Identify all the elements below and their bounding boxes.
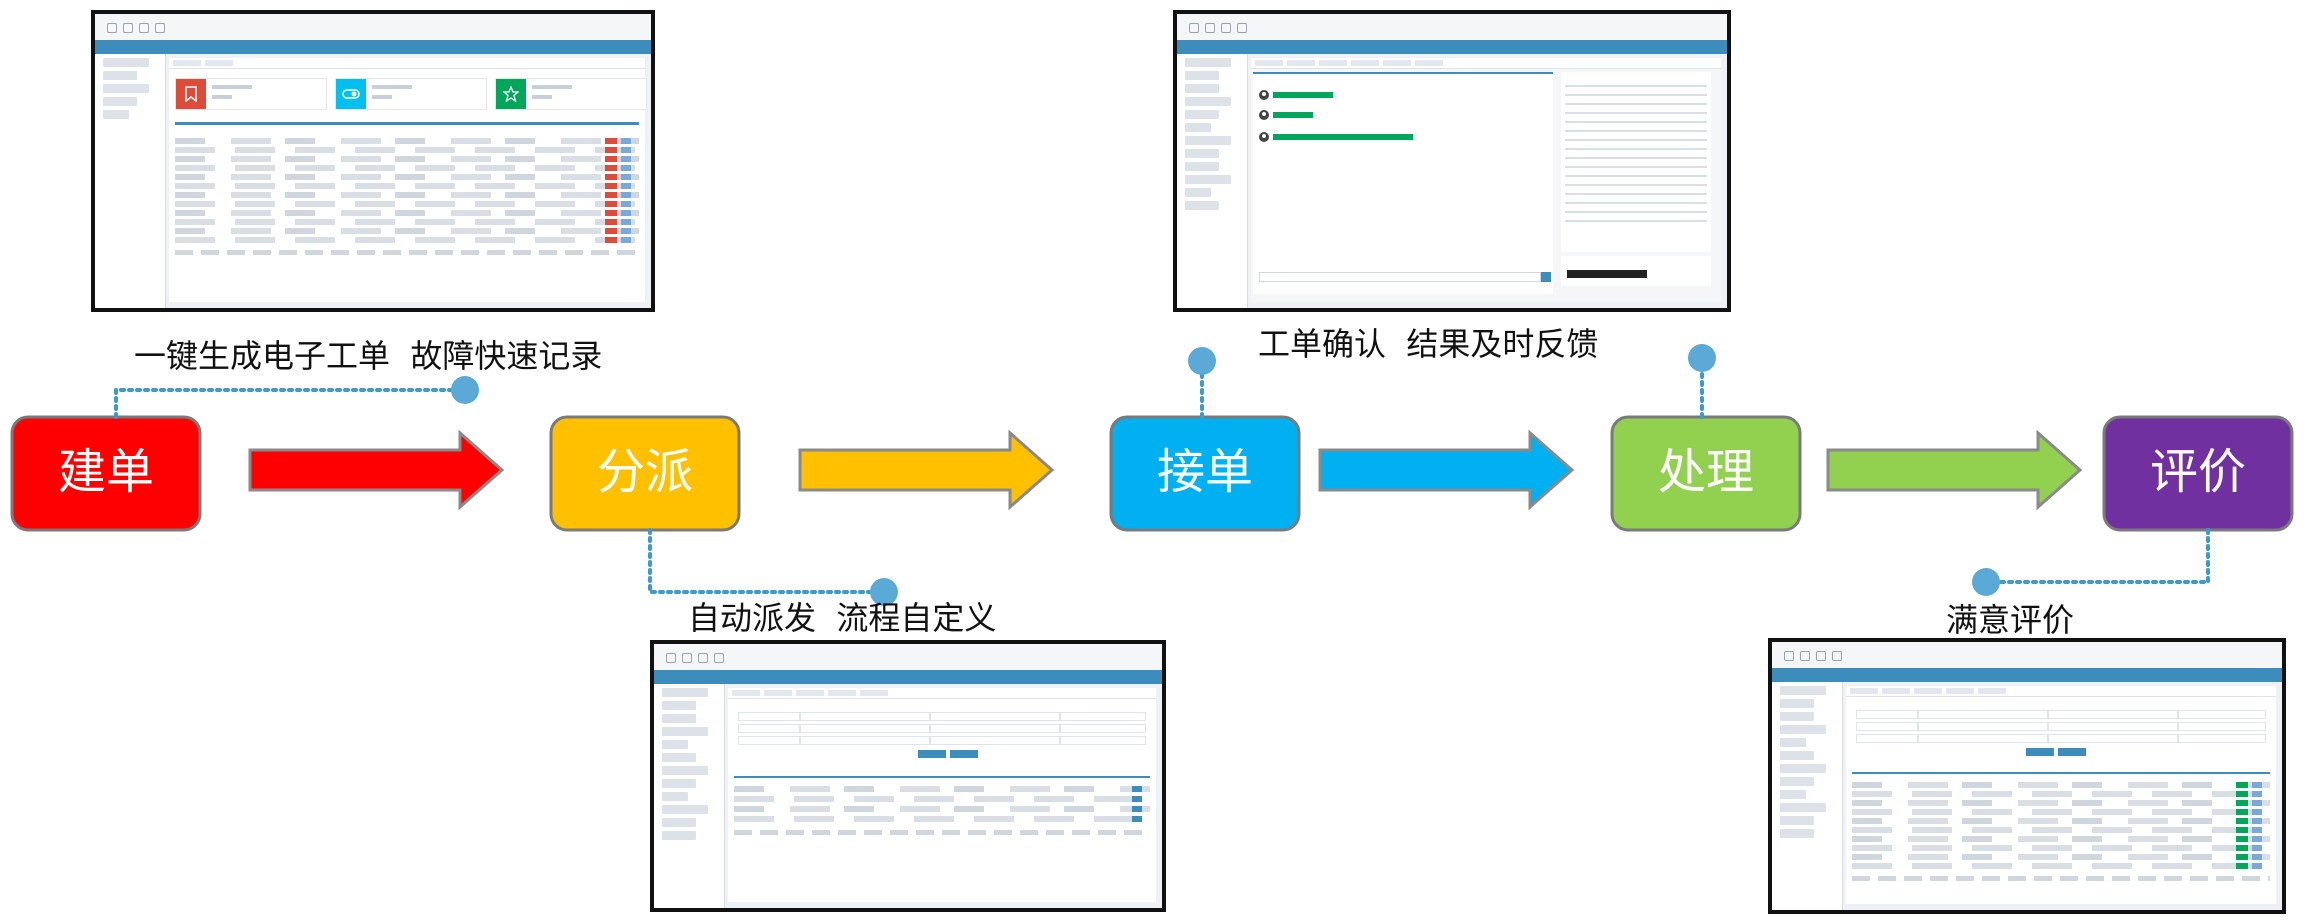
browser-toolbar: [1177, 14, 1727, 41]
flow-arrow-3: [1318, 429, 1575, 511]
step-accept-label: 接单: [1157, 444, 1253, 500]
dashboard-panel: [169, 58, 647, 302]
flow-arrow-1: [248, 429, 505, 511]
connector-evaluate: [1984, 528, 2210, 584]
order-detail-panel: [1251, 58, 1721, 302]
browser-toolbar: [654, 644, 1162, 671]
timeline-panel: [1253, 72, 1553, 294]
app-header-bar: [654, 670, 1162, 684]
screenshot-dispatch: [650, 640, 1166, 912]
sidebar-menu: [1177, 54, 1248, 308]
connector-create: [114, 388, 467, 419]
connector-dispatch: [648, 528, 886, 594]
browser-toolbar: [1772, 642, 2282, 669]
stat-card-green: [495, 78, 647, 110]
stat-card-blue: [335, 78, 487, 110]
sidebar-menu: [1772, 682, 1843, 910]
dispatch-panel: [728, 688, 1156, 902]
step-accept: 接单: [1109, 415, 1301, 532]
step-process-label: 处理: [1658, 444, 1754, 500]
flow-arrow-4: [1826, 429, 2083, 511]
caption-create: 一键生成电子工单 故障快速记录: [134, 337, 603, 375]
flow-arrow-2: [798, 429, 1055, 511]
caption-evaluate: 满意评价: [1946, 601, 2075, 639]
toggle-icon: [342, 89, 360, 99]
screenshot-evaluation: [1768, 638, 2286, 914]
app-header-bar: [95, 40, 651, 54]
step-create-label: 建单: [58, 444, 154, 500]
order-info-panel: [1561, 72, 1711, 252]
star-icon: [503, 86, 519, 102]
step-dispatch: 分派: [549, 415, 741, 532]
step-process: 处理: [1610, 415, 1802, 532]
sidebar-menu: [654, 684, 725, 908]
step-evaluate: 评价: [2102, 415, 2294, 532]
caption-dispatch: 自动派发 流程自定义: [688, 599, 997, 637]
user-avatar-icon: [1259, 132, 1269, 142]
browser-toolbar: [95, 14, 651, 41]
user-avatar-icon: [1259, 110, 1269, 120]
caption-confirm: 工单确认 结果及时反馈: [1258, 325, 1599, 363]
connector-dot-dispatch: [870, 578, 898, 606]
app-header-bar: [1772, 668, 2282, 682]
screenshot-dashboard: [91, 10, 655, 312]
connector-dot-process: [1688, 344, 1716, 372]
user-avatar-icon: [1259, 90, 1269, 100]
step-dispatch-label: 分派: [597, 444, 693, 500]
bookmark-icon: [185, 86, 197, 102]
stat-card-red: [175, 78, 327, 110]
screenshot-order-detail: [1173, 10, 1731, 312]
step-evaluate-label: 评价: [2150, 444, 2246, 500]
connector-dot-evaluate: [1972, 568, 2000, 596]
connector-dot-accept: [1188, 347, 1216, 375]
connector-dot-create: [451, 376, 479, 404]
step-create: 建单: [10, 415, 202, 532]
app-header-bar: [1177, 40, 1727, 54]
evaluation-panel: [1846, 686, 2276, 904]
sidebar-menu: [95, 54, 166, 308]
